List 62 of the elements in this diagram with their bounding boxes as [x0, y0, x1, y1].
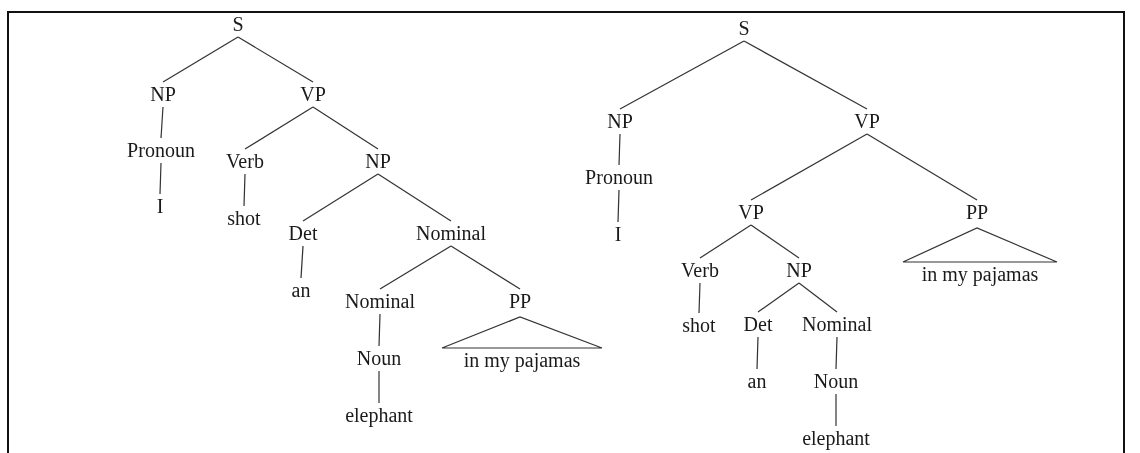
tree-label: I [156, 196, 164, 216]
tree-branch [377, 173, 452, 222]
tree-branch [750, 224, 800, 259]
tree-branch [450, 245, 521, 290]
tree-label: VP [300, 84, 326, 104]
tree-branch [378, 370, 380, 404]
tree-branch [302, 173, 379, 222]
tree-label: S [738, 18, 750, 38]
tree-branch [300, 245, 304, 279]
tree-label: PP [965, 202, 989, 222]
tree-label: PP [508, 291, 532, 311]
tree-label: NP [607, 111, 633, 131]
tree-branch [835, 393, 837, 427]
tree-label: NP [150, 84, 176, 104]
tree-label: Pronoun [127, 140, 195, 160]
tree-label: I [614, 224, 622, 244]
tree-branch [237, 36, 314, 83]
tree-label: Det [288, 223, 318, 243]
tree-label: elephant [345, 405, 413, 425]
tree-branch [866, 133, 978, 201]
tree-label: in my pajamas [463, 350, 581, 370]
tree-branch [312, 106, 379, 150]
tree-label: an [291, 280, 311, 300]
tree-branch [750, 133, 868, 201]
tree-label: Noun [813, 371, 859, 391]
tree-branch [619, 40, 745, 110]
tree-label: NP [786, 260, 812, 280]
tree-label: in my pajamas [921, 264, 1039, 284]
tree-label: shot [227, 208, 261, 228]
tree-branch [617, 189, 620, 223]
tree-branch [743, 40, 868, 110]
tree-branch [378, 313, 381, 347]
tree-branch [160, 106, 164, 139]
tree-label: VP [854, 111, 880, 131]
tree-branch [244, 106, 314, 150]
tree-label: Verb [226, 151, 264, 171]
tree-label: an [747, 371, 767, 391]
tree-branch [699, 224, 752, 259]
tree-branch [756, 336, 759, 370]
tree-branch [618, 133, 621, 166]
tree-label: Nominal [416, 223, 486, 243]
tree-label: VP [738, 202, 764, 222]
tree-branch [379, 245, 452, 290]
tree-label: Noun [356, 348, 402, 368]
tree-label: Pronoun [585, 167, 653, 187]
tree-label: Verb [681, 260, 719, 280]
constituent-triangle [441, 316, 603, 349]
tree-label: elephant [802, 428, 870, 448]
tree-branch [162, 36, 239, 83]
tree-branch [698, 282, 701, 314]
tree-label: shot [682, 315, 716, 335]
tree-label: Nominal [802, 314, 872, 334]
tree-branch [798, 282, 838, 313]
tree-label: NP [365, 151, 391, 171]
tree-label: Nominal [345, 291, 415, 311]
tree-branch [757, 282, 800, 313]
constituent-triangle [902, 227, 1058, 263]
tree-branch [243, 173, 246, 207]
tree-label: S [232, 14, 244, 34]
tree-branch [159, 162, 162, 195]
tree-label: Det [743, 314, 773, 334]
tree-branch [835, 336, 838, 370]
